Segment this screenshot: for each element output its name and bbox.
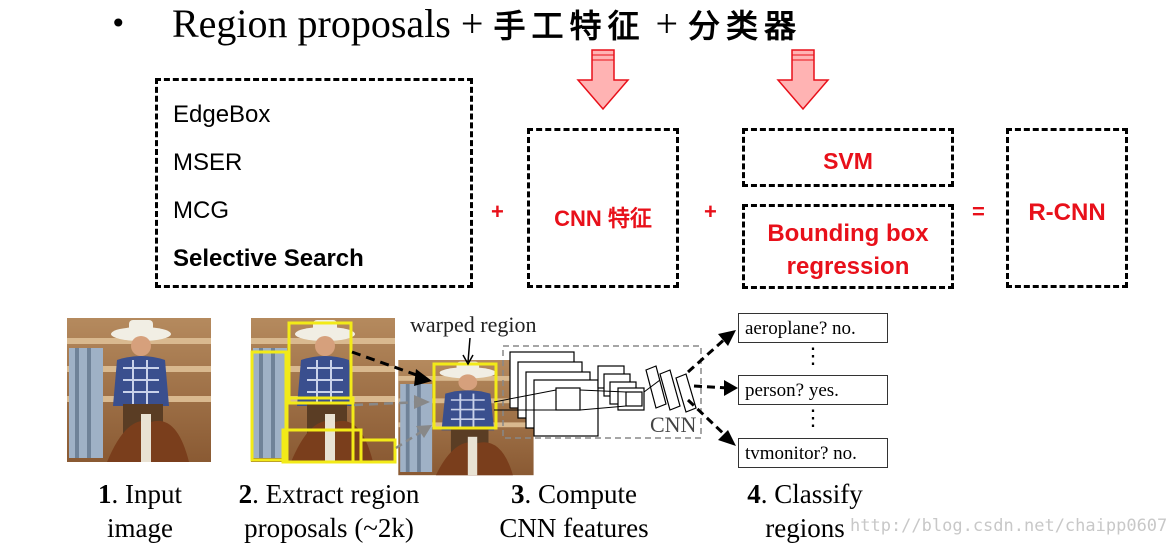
rcnn-label: R-CNN (1028, 199, 1106, 226)
step-2-text-b: proposals (~2k) (244, 513, 414, 543)
title-prefix: Region proposals + (172, 1, 494, 46)
ellipsis-1: ⋮ (802, 343, 824, 368)
step-1-text-b: image (107, 513, 173, 543)
ellipsis-2: ⋮ (802, 405, 824, 430)
input-image (66, 317, 212, 463)
proposal-to-warp-arrows (351, 350, 432, 450)
warped-region-label: warped region (410, 312, 537, 337)
cnn-connections (493, 379, 661, 411)
method-selective-search: Selective Search (173, 245, 364, 272)
step-1-text-a: . Input (111, 479, 183, 509)
step-4-caption: 4. Classify regions (722, 477, 888, 545)
down-arrow-classifier-icon (776, 49, 830, 111)
cnn-container (502, 345, 702, 439)
rcnn-box: R-CNN (1006, 128, 1128, 288)
bbox-regression-box: Bounding box regression (742, 204, 954, 289)
step-4-text-a: . Classify (760, 479, 863, 509)
class-aeroplane: aeroplane? no. (738, 313, 888, 343)
step-3-caption: 3. Compute CNN features (478, 477, 670, 545)
step-1-number: 1 (98, 479, 112, 509)
classify-arrows (686, 330, 738, 446)
proposals-image (250, 317, 397, 464)
step-2-caption: 2. Extract region proposals (~2k) (218, 477, 440, 545)
rcnn-pipeline-figure (66, 317, 738, 477)
method-mser: MSER (173, 149, 243, 176)
down-arrow-features-icon (576, 49, 630, 111)
step-4-text-b: regions (765, 513, 845, 543)
plus-sign-1: + (491, 199, 504, 224)
step-2-text-a: . Extract region (252, 479, 420, 509)
method-mcg: MCG (173, 197, 229, 224)
svm-box: SVM (742, 128, 954, 187)
class-tvmonitor: tvmonitor? no. (738, 438, 888, 468)
title-part-handcrafted: 手工特征 (493, 7, 646, 45)
slide-title: • Region proposals + 手工特征 + 分类器 (110, 0, 802, 47)
title-mid: + (645, 1, 689, 46)
cnn-label: CNN (650, 412, 697, 437)
method-edgebox: EdgeBox (173, 101, 271, 128)
warped-region-image (397, 359, 535, 477)
cnn-feature-label: CNN 特征 (554, 206, 652, 231)
title-part-classifier: 分类器 (688, 7, 803, 45)
class-person: person? yes. (738, 375, 888, 405)
bbox-regression-label: Bounding box regression (767, 220, 929, 280)
region-proposal-box (155, 78, 473, 288)
title-bullet: • (110, 7, 127, 41)
step-4-number: 4 (747, 479, 761, 509)
cnn-feature-box: CNN 特征 (527, 128, 679, 288)
plus-sign-2: + (704, 199, 717, 224)
step-1-caption: 1. Input image (60, 477, 220, 545)
watermark: http://blog.csdn.net/chaipp0607 (850, 516, 1167, 536)
step-3-text-a: . Compute (524, 479, 638, 509)
cnn-layers (509, 351, 697, 437)
svm-label: SVM (823, 148, 873, 174)
step-2-number: 2 (238, 479, 253, 509)
equals-sign: = (972, 199, 985, 224)
step-3-number: 3 (511, 479, 525, 509)
step-3-text-b: CNN features (499, 513, 649, 543)
